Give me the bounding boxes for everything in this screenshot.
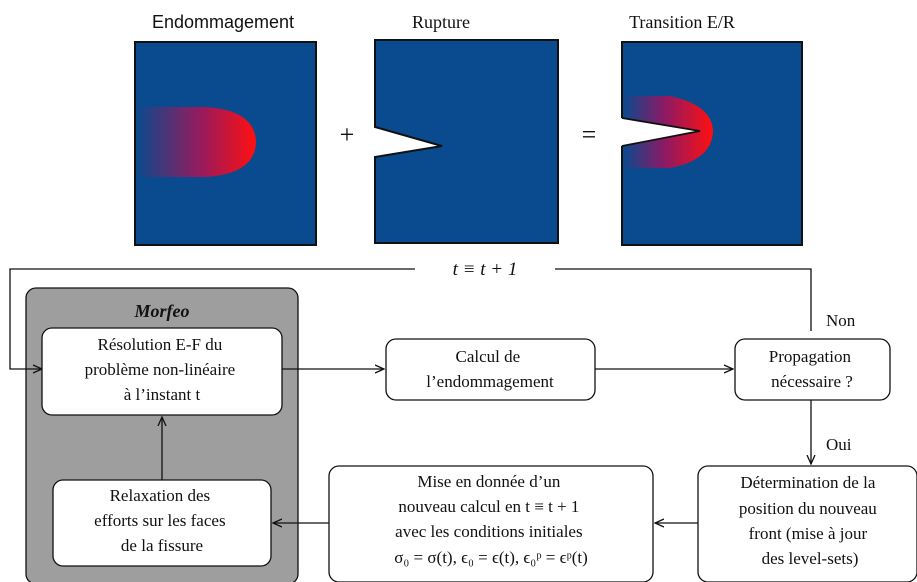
propagation-line-2: nécessaire ? — [771, 372, 853, 391]
box-mise-en-donnee: Mise en donnée d’un nouveau calcul en t … — [328, 465, 654, 582]
morfeo-title: Morfeo — [134, 301, 190, 321]
determination-line-1: Détermination de la — [740, 473, 875, 492]
mise-line-4: σ₀ = σ(t), ϵ₀ = ϵ(t), ϵ₀ᵖ = ϵᵖ(t) — [394, 548, 588, 567]
svg-text:Relaxation des efforts s: Relaxation des efforts sur les faces de … — [94, 486, 230, 555]
label-oui: Oui — [826, 435, 852, 454]
mise-line-1: Mise en donnée d’un — [417, 472, 561, 491]
mise-line-2: nouveau calcul en t ≡ t + 1 — [398, 497, 579, 516]
box-propagation: Propagation nécessaire ? — [734, 338, 891, 401]
resolution-line-3: à l’instant t — [124, 385, 201, 404]
panel-endommagement — [134, 41, 317, 246]
resolution-line-1: Résolution E-F du — [98, 335, 223, 354]
determination-line-2: position du nouveau — [739, 499, 877, 518]
box-calcul: Calcul de l’endommagement — [385, 338, 596, 401]
determination-line-3: front (mise à jour — [749, 524, 868, 543]
title-rupture: Rupture — [412, 12, 470, 32]
mise-line-3: avec les conditions initiales — [395, 522, 582, 541]
relaxation-line-3: de la fissure — [121, 536, 203, 555]
svg-text:Résolution E-F du problè: Résolution E-F du problème non-linéaire … — [85, 335, 240, 404]
relaxation-line-2: efforts sur les faces — [94, 511, 225, 530]
svg-text:Calcul de l’endommagemen: Calcul de l’endommagement — [426, 347, 554, 391]
svg-text:Propagation nécessaire ?: Propagation nécessaire ? — [769, 347, 855, 391]
loop-label: t ≡ t + 1 — [453, 259, 518, 280]
box-relaxation: Relaxation des efforts sur les faces de … — [52, 479, 272, 567]
title-transition: Transition E/R — [629, 12, 735, 32]
determination-line-4: des level-sets) — [762, 549, 859, 568]
relaxation-line-1: Relaxation des — [110, 486, 211, 505]
calcul-line-2: l’endommagement — [426, 372, 554, 391]
svg-text:Mise en donnée d’un nouv: Mise en donnée d’un nouveau calcul en t … — [394, 472, 588, 567]
panel-rupture — [374, 39, 559, 244]
plus-operator: + — [340, 120, 355, 149]
box-determination: Détermination de la position du nouveau … — [697, 465, 917, 582]
equals-operator: = — [582, 120, 597, 149]
panel-transition — [621, 41, 803, 246]
calcul-line-1: Calcul de — [456, 347, 521, 366]
svg-text:Détermination de la posi: Détermination de la position du nouveau … — [739, 473, 881, 568]
resolution-line-2: problème non-linéaire — [85, 360, 236, 379]
propagation-line-1: Propagation — [769, 347, 852, 366]
box-resolution: Résolution E-F du problème non-linéaire … — [41, 327, 283, 416]
title-endommagement: Endommagement — [152, 12, 294, 32]
label-non: Non — [826, 311, 856, 330]
